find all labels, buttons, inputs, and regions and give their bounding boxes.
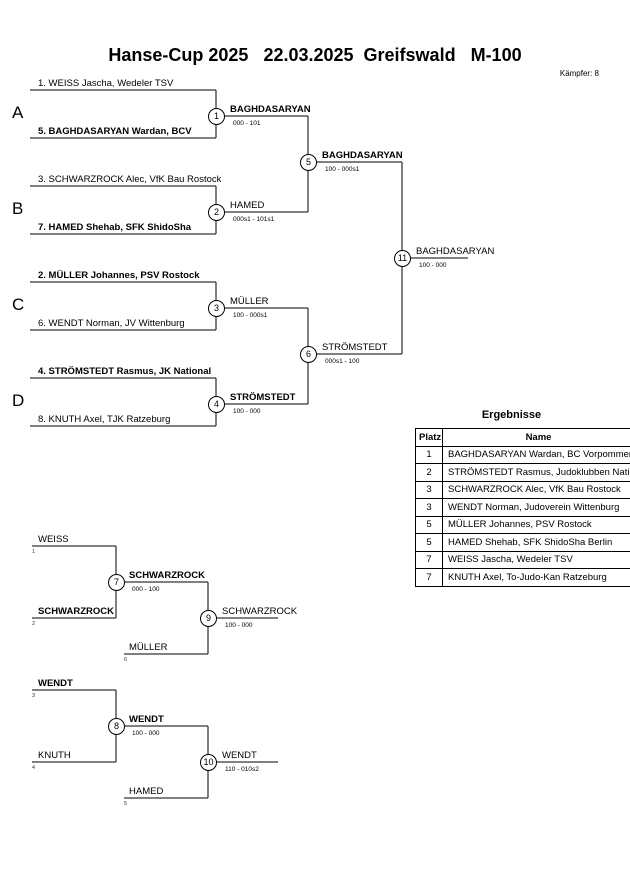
repechage-entry: SCHWARZROCK bbox=[38, 606, 114, 617]
entry-tag: 4 bbox=[32, 765, 36, 771]
match-score: 100 - 000 bbox=[233, 408, 261, 415]
match-number-circle: 4 bbox=[208, 396, 225, 413]
match-number-circle: 1 bbox=[208, 108, 225, 125]
match-number-circle: 5 bbox=[300, 154, 317, 171]
match-score: 110 - 010s2 bbox=[225, 766, 259, 773]
entry-label: 3. SCHWARZROCK Alec, VfK Bau Rostock bbox=[38, 174, 222, 185]
match-winner: HAMED bbox=[230, 200, 265, 211]
entry-label: 4. STRÖMSTEDT Rasmus, JK National bbox=[38, 366, 212, 377]
results-place: 5 bbox=[415, 515, 443, 534]
entry-label: 1. WEISS Jascha, Wedeler TSV bbox=[38, 78, 174, 89]
fighter-count: Kämpfer: 8 bbox=[559, 69, 599, 78]
entry-label: 7. HAMED Shehab, SFK ShidoSha bbox=[38, 222, 192, 233]
results-title: Ergebnisse bbox=[481, 409, 542, 421]
match-score: 000 - 100 bbox=[132, 586, 160, 593]
entry-tag: 2 bbox=[32, 621, 36, 627]
match-number-circle: 11 bbox=[394, 250, 411, 267]
match-winner: STRÖMSTEDT bbox=[322, 342, 388, 353]
results-name: HAMED Shehab, SFK ShidoSha Berlin bbox=[442, 533, 630, 552]
results-header-row: Platz Name bbox=[415, 428, 630, 447]
match-winner: MÜLLER bbox=[230, 296, 269, 307]
match-winner: STRÖMSTEDT bbox=[230, 392, 296, 403]
match-score: 000 - 101 bbox=[233, 120, 261, 127]
results-name: MÜLLER Johannes, PSV Rostock bbox=[442, 515, 630, 534]
entry-label: 6. WENDT Norman, JV Wittenburg bbox=[38, 318, 185, 329]
repechage-entry: KNUTH bbox=[38, 750, 71, 761]
repechage-entry: MÜLLER bbox=[129, 642, 168, 653]
match-number-circle: 8 bbox=[108, 718, 125, 735]
results-name: BAGHDASARYAN Wardan, BC Vorpommern bbox=[442, 445, 630, 464]
match-score: 000s1 - 100 bbox=[325, 358, 360, 365]
entry-tag: 1 bbox=[32, 549, 36, 555]
results-name: SCHWARZROCK Alec, VfK Bau Rostock bbox=[442, 480, 630, 499]
entry-tag: 3 bbox=[32, 693, 36, 699]
entry-tag: 5 bbox=[124, 801, 128, 807]
results-name: KNUTH Axel, To-Judo-Kan Ratzeburg bbox=[442, 568, 630, 587]
pool-label-a: A bbox=[12, 103, 24, 122]
results-name: WENDT Norman, Judoverein Wittenburg bbox=[442, 498, 630, 517]
match-winner: BAGHDASARYAN bbox=[416, 246, 495, 257]
match-winner: WENDT bbox=[222, 750, 257, 761]
results-name: WEISS Jascha, Wedeler TSV bbox=[442, 550, 630, 569]
results-place: 3 bbox=[415, 498, 443, 517]
match-score: 100 - 000s1 bbox=[325, 166, 360, 173]
entry-tag: 6 bbox=[124, 657, 128, 663]
pool-label-d: D bbox=[12, 391, 25, 410]
match-score: 000s1 - 101s1 bbox=[233, 216, 275, 223]
match-winner: BAGHDASARYAN bbox=[230, 104, 311, 115]
results-header-place: Platz bbox=[415, 428, 443, 447]
results-place: 7 bbox=[415, 568, 443, 587]
pool-label-c: C bbox=[12, 295, 25, 314]
match-score: 100 - 000s1 bbox=[233, 312, 268, 319]
match-winner: SCHWARZROCK bbox=[222, 606, 298, 617]
repechage-entry: HAMED bbox=[129, 786, 164, 797]
match-number-circle: 7 bbox=[108, 574, 125, 591]
results-header-name: Name bbox=[442, 428, 630, 447]
results-place: 5 bbox=[415, 533, 443, 552]
results-place: 1 bbox=[415, 445, 443, 464]
match-winner: BAGHDASARYAN bbox=[322, 150, 403, 161]
match-number-circle: 9 bbox=[200, 610, 217, 627]
match-number-circle: 6 bbox=[300, 346, 317, 363]
repechage-entry: WENDT bbox=[38, 678, 73, 689]
match-score: 100 - 000 bbox=[132, 730, 160, 737]
match-number-circle: 2 bbox=[208, 204, 225, 221]
match-winner: WENDT bbox=[129, 714, 164, 725]
entry-label: 8. KNUTH Axel, TJK Ratzeburg bbox=[38, 414, 171, 425]
results-place: 7 bbox=[415, 550, 443, 569]
entry-label: 2. MÜLLER Johannes, PSV Rostock bbox=[38, 270, 200, 281]
match-number-circle: 10 bbox=[200, 754, 217, 771]
page-title: Hanse-Cup 2025 22.03.2025 Greifswald M-1… bbox=[108, 45, 522, 65]
results-place: 3 bbox=[415, 480, 443, 499]
results-place: 2 bbox=[415, 463, 443, 482]
entry-label: 5. BAGHDASARYAN Wardan, BCV bbox=[38, 126, 192, 137]
results-name: STRÖMSTEDT Rasmus, Judoklubben National bbox=[442, 463, 630, 482]
match-score: 100 - 000 bbox=[419, 262, 447, 269]
match-score: 100 - 000 bbox=[225, 622, 253, 629]
pool-label-b: B bbox=[12, 199, 24, 218]
match-number-circle: 3 bbox=[208, 300, 225, 317]
repechage-entry: WEISS bbox=[38, 534, 69, 545]
match-winner: SCHWARZROCK bbox=[129, 570, 205, 581]
